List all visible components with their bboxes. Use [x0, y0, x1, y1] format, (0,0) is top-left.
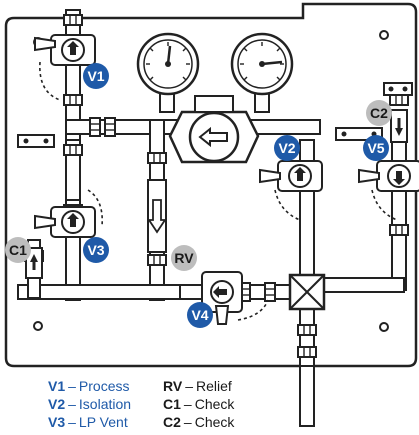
legend-item-v1: V1–Process	[48, 378, 130, 395]
badge-v4: V4	[187, 302, 213, 328]
badge-v2: V2	[274, 135, 300, 161]
legend-code: C1	[163, 396, 181, 412]
mount-hole	[380, 323, 388, 331]
fitting-nut	[148, 153, 166, 163]
legend-item-c2: C2–Check	[163, 414, 234, 431]
legend-label: Relief	[196, 378, 232, 394]
legend-code: V2	[48, 396, 65, 412]
legend-label: Check	[195, 396, 235, 412]
check-valve-c2-body	[391, 110, 407, 142]
legend-separator: –	[68, 414, 76, 430]
legend-separator: –	[185, 378, 193, 394]
fitting-nut	[64, 15, 82, 25]
badge-c2-label: C2	[370, 105, 388, 121]
fitting-nut	[298, 347, 316, 357]
badge-v5: V5	[363, 135, 389, 161]
badge-v4-label: V4	[191, 307, 208, 323]
legend-item-v2: V2–Isolation	[48, 396, 131, 413]
legend-separator: –	[68, 378, 76, 394]
legend-code: V3	[48, 414, 65, 430]
fitting-nut	[390, 225, 408, 235]
fitting-nut	[90, 118, 100, 136]
badge-c2: C2	[366, 100, 392, 126]
relief-valve	[148, 180, 166, 252]
badge-rv: RV	[171, 245, 197, 271]
legend-separator: –	[184, 396, 192, 412]
legend-label: Isolation	[79, 396, 131, 412]
badge-v1-label: V1	[87, 68, 104, 84]
badge-c1-label: C1	[9, 242, 27, 258]
fitting-nut	[64, 95, 82, 105]
fitting-nut	[105, 118, 115, 136]
legend-item-c1: C1–Check	[163, 396, 234, 413]
bracket	[18, 135, 54, 147]
badge-v5-label: V5	[367, 140, 384, 156]
fitting-nut	[64, 145, 82, 155]
badge-v3: V3	[83, 237, 109, 263]
legend-label: Process	[79, 378, 130, 394]
badge-v2-label: V2	[278, 140, 295, 156]
legend-item-v3: V3–LP Vent	[48, 414, 128, 431]
legend-code: C2	[163, 414, 181, 430]
legend-separator: –	[184, 414, 192, 430]
fitting-nut	[265, 283, 275, 301]
fitting-nut	[148, 255, 166, 265]
bracket	[384, 83, 412, 95]
badge-c1: C1	[5, 237, 31, 263]
fitting-nut	[298, 325, 316, 335]
legend-label: Check	[195, 414, 235, 430]
mount-hole	[34, 322, 42, 330]
badge-rv-label: RV	[174, 250, 194, 266]
legend-separator: –	[68, 396, 76, 412]
badge-v3-label: V3	[87, 242, 104, 258]
legend-item-rv: RV–Relief	[163, 378, 232, 395]
legend-label: LP Vent	[79, 414, 128, 430]
cross-fitting	[290, 275, 324, 309]
badge-v1: V1	[83, 63, 109, 89]
legend-code: RV	[163, 378, 182, 394]
fitting-nut	[390, 95, 408, 105]
outlet-tube	[300, 366, 314, 426]
legend-code: V1	[48, 378, 65, 394]
mount-hole	[380, 31, 388, 39]
